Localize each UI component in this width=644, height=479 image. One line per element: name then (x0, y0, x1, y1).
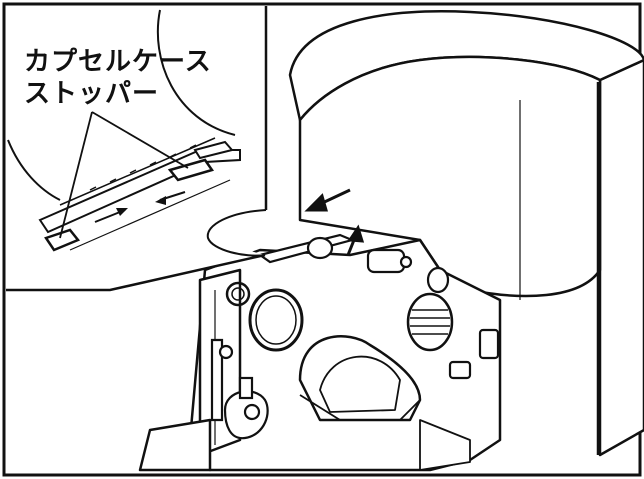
callout-label-line2: ストッパー (24, 79, 160, 109)
machine-details (210, 233, 500, 440)
leader-line-left (59, 111, 93, 239)
inset-detail (6, 6, 268, 292)
arrow-head-up (347, 224, 365, 243)
machine-arrows (304, 188, 365, 256)
callout-label-line1: カプセルケース (24, 47, 212, 77)
leader-line-right (91, 111, 189, 169)
stopper-right (167, 158, 215, 182)
arrow-head-left (304, 193, 328, 212)
